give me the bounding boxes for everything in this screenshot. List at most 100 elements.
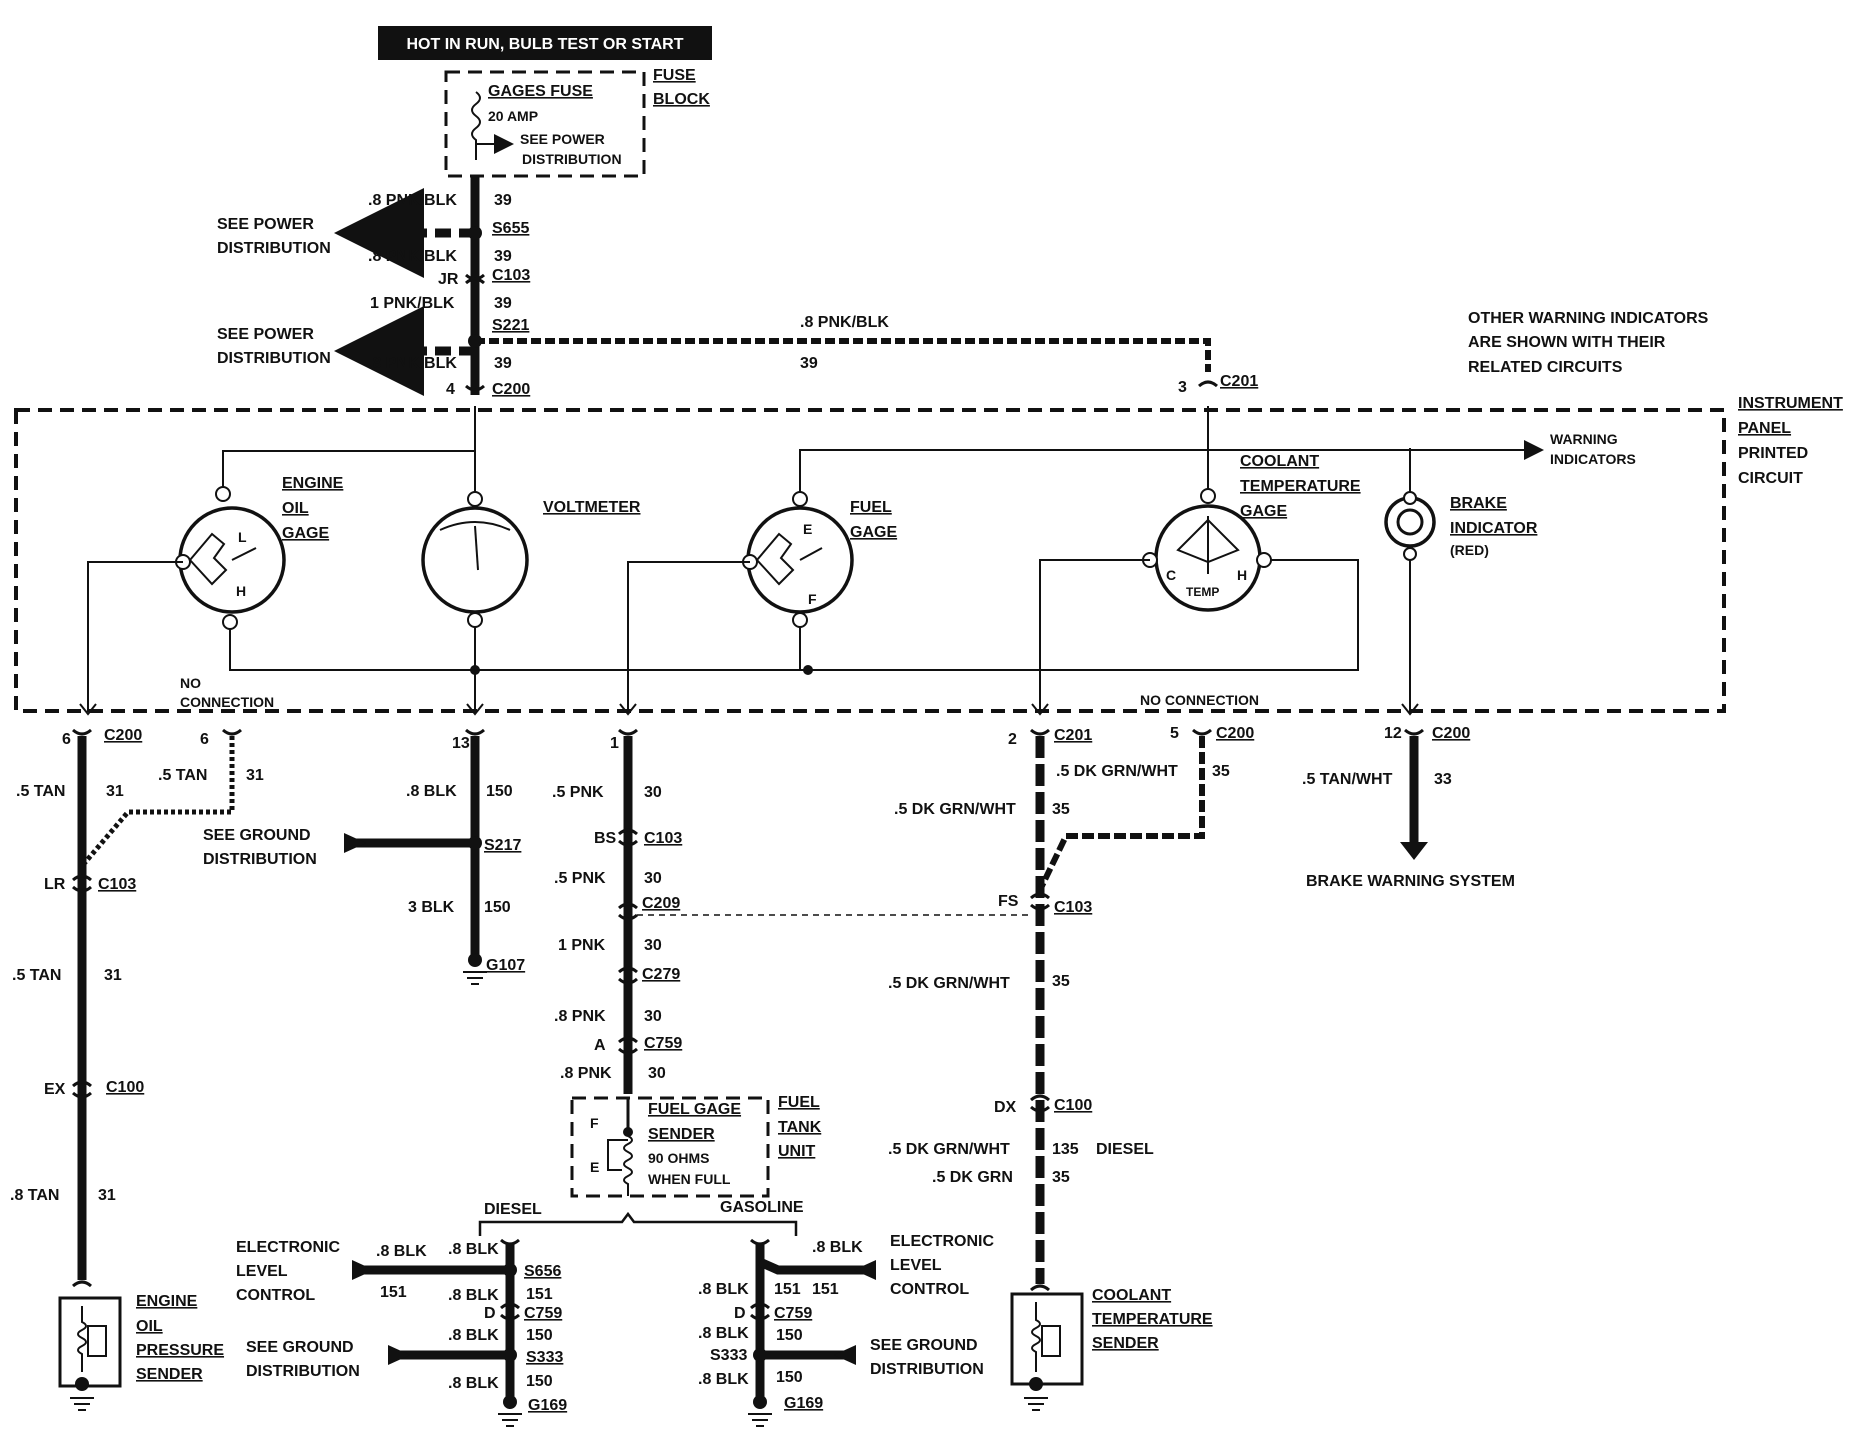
ip-label-2: PANEL [1738,420,1791,437]
diesel-s333: S333 [526,1349,563,1366]
brake-w1c: 33 [1434,771,1452,788]
gas-s333: S333 [710,1347,747,1364]
fuel-bs: BS [594,830,617,847]
cool-dx: DX [994,1099,1017,1116]
fuel-c759: C759 [644,1035,682,1052]
cool-w2: .5 DK GRN/WHT [894,801,1016,818]
diesel-d: D [484,1305,496,1322]
branch-wire-39 [475,338,1211,372]
c279-label: C279 [642,966,680,983]
fuse-icon [471,91,481,160]
warning-ind-2: INDICATORS [1550,451,1636,467]
branch-gauge: .8 PNK/BLK [800,314,889,331]
gas-c151b: 151 [812,1281,839,1298]
brake-indicator-bulb-icon [1384,491,1436,561]
diesel-elc-1: ELECTRONIC [236,1239,340,1256]
fuel-w4: .8 PNK [554,1008,606,1025]
g107-label: G107 [486,957,525,974]
oil-sender-4: SENDER [136,1366,203,1383]
w3-circuit: 39 [494,295,512,312]
spd2-a: SEE POWER [217,326,314,343]
cool-c201: C201 [1054,727,1092,744]
oil-gage-label-2: OIL [282,500,309,517]
cool-w5c: 35 [1052,1169,1070,1186]
svg-text:E: E [803,521,812,537]
svg-text:F: F [590,1115,599,1131]
cool-w1: .5 DK GRN/WHT [1056,763,1178,780]
brake-ind-label-2: INDICATOR [1450,520,1538,537]
coolant-gage-label-3: GAGE [1240,503,1287,520]
fuel-w1: .5 PNK [552,784,604,801]
gas-w-b: .8 BLK [698,1281,749,1298]
jr-label: JR [438,271,459,288]
fuel-unit-2: TANK [778,1119,822,1136]
gas-w-d: .8 BLK [698,1371,749,1388]
fuse-block-label: FUSE [653,67,696,84]
oil-c100: C100 [106,1079,144,1096]
fuel-sender-2: SENDER [648,1126,715,1143]
gas-c151a: 151 [774,1281,801,1298]
cool-pin2: 2 [1008,731,1017,748]
oil-sender-2: OIL [136,1318,163,1335]
s656-label: S656 [524,1263,561,1280]
diesel-g169: G169 [528,1397,567,1414]
brake-ind-label-3: (RED) [1450,542,1489,558]
fuel-w1c: 30 [644,784,662,801]
gas-g169: G169 [784,1395,823,1412]
pin4-label: 4 [446,381,455,398]
cool-c200: C200 [1216,725,1254,742]
fuel-w2: .5 PNK [554,870,606,887]
power-banner: HOT IN RUN, BULB TEST OR START [378,26,712,60]
cool-w2c: 35 [1052,801,1070,818]
brake-ind-label-1: BRAKE [1450,495,1507,512]
cool-w4: .5 DK GRN/WHT [888,1141,1010,1158]
diesel-w-d: .8 BLK [448,1327,499,1344]
cool-w3c: 35 [1052,973,1070,990]
voltmeter-label: VOLTMETER [543,499,641,516]
spd2-b: DISTRIBUTION [217,350,331,367]
w1-gauge: .8 PNK/BLK [368,192,457,209]
cool-c100: C100 [1054,1097,1092,1114]
fuel-sender-1: FUEL GAGE [648,1101,741,1118]
cool-sender-1: COOLANT [1092,1287,1171,1304]
fuel-sender-3: 90 OHMS [648,1150,709,1166]
diesel-c151: 151 [380,1284,407,1301]
fuel-w5: .8 PNK [560,1065,612,1082]
svg-text:H: H [1237,567,1247,583]
fuse-block-box [444,70,646,178]
oil-pin6b: 6 [200,731,209,748]
fuse-rating: 20 AMP [488,108,538,124]
cool-w3: .5 DK GRN/WHT [888,975,1010,992]
gas-w-a: .8 BLK [812,1239,863,1256]
fuel-gage-sender-icon: F E [590,1098,633,1196]
gas-w-c: .8 BLK [698,1325,749,1342]
volt-w1: .8 BLK [406,783,457,800]
coolant-gage-label-1: COOLANT [1240,453,1319,470]
voltmeter-icon [421,491,529,628]
fuel-c103: C103 [644,830,682,847]
oil-sender-3: PRESSURE [136,1342,224,1359]
coolant-gage-label-2: TEMPERATURE [1240,478,1361,495]
fuse-see-power: SEE POWER [520,131,605,147]
gas-elc-2: LEVEL [890,1257,942,1274]
c103-top-label: C103 [492,267,530,284]
fuel-unit-3: UNIT [778,1143,816,1160]
fuel-gage-icon: E F [742,491,854,628]
gages-fuse-label: GAGES FUSE [488,83,593,100]
fuel-w3c: 30 [644,937,662,954]
svg-text:E: E [590,1159,599,1175]
volt-sgd-2: DISTRIBUTION [203,851,317,868]
fuel-unit-1: FUEL [778,1094,820,1111]
svg-text:F: F [808,591,817,607]
diesel-label: DIESEL [484,1201,542,1218]
fuse-see-power-dist: DISTRIBUTION [522,151,622,167]
ip-label-4: CIRCUIT [1738,470,1803,487]
fuel-w4c: 30 [644,1008,662,1025]
svg-text:C: C [1166,567,1176,583]
fuel-sender-4: WHEN FULL [648,1171,731,1187]
fuel-gage-label-1: FUEL [850,499,892,516]
oil-w4: .8 TAN [10,1187,59,1204]
fuel-w5c: 30 [648,1065,666,1082]
